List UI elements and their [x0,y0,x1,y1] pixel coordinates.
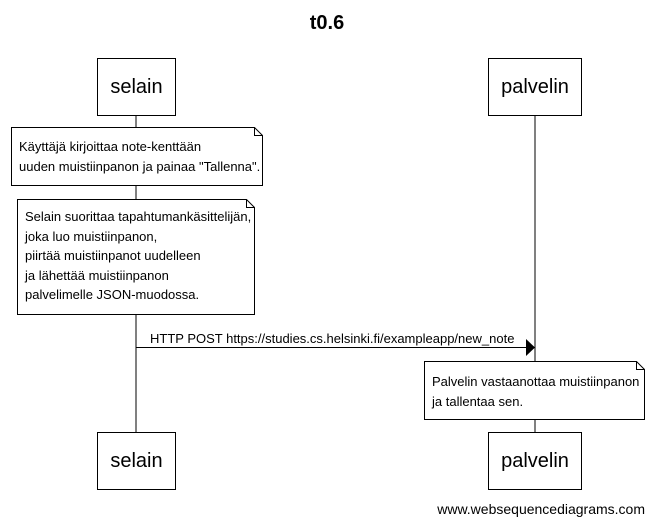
participant-server-bottom: palvelin [488,432,582,490]
participant-client-label: selain [110,449,163,472]
participant-server-top: palvelin [488,58,582,116]
note-line: Käyttäjä kirjoittaa note-kenttään [19,139,202,154]
message-label: HTTP POST https://studies.cs.helsinki.fi… [150,331,515,346]
note-line: palvelimelle JSON-muodossa. [25,287,200,302]
note-line: Palvelin vastaanottaa muistiinpanon [432,374,640,389]
note-line: joka luo muistiinpanon, [25,228,158,244]
message-arrowhead [526,339,535,356]
diagram-title: t0.6 [309,12,345,34]
note-line: Selain suorittaa tapahtumankäsittelijän, [25,209,252,224]
participant-client-bottom: selain [97,432,176,490]
note-event-handler: Selain suorittaa tapahtumankäsittelijän,… [17,199,255,315]
note-line: ja tallentaa sen. [432,393,524,409]
note-user-input: Käyttäjä kirjoittaa note-kenttään uuden … [11,127,263,186]
participant-client-top: selain [97,58,176,116]
note-line: ja lähettää muistiinpanon [25,267,169,283]
watermark-link[interactable]: www.websequencediagrams.com [437,501,645,517]
note-line: uuden muistiinpanon ja painaa "Tallenna"… [19,158,261,174]
participant-server-label: palvelin [501,75,569,98]
note-line: piirtää muistiinpanot uudelleen [25,248,201,263]
participant-server-label: palvelin [501,449,569,472]
note-server-save: Palvelin vastaanottaa muistiinpanon ja t… [424,361,645,420]
participant-client-label: selain [110,75,163,98]
